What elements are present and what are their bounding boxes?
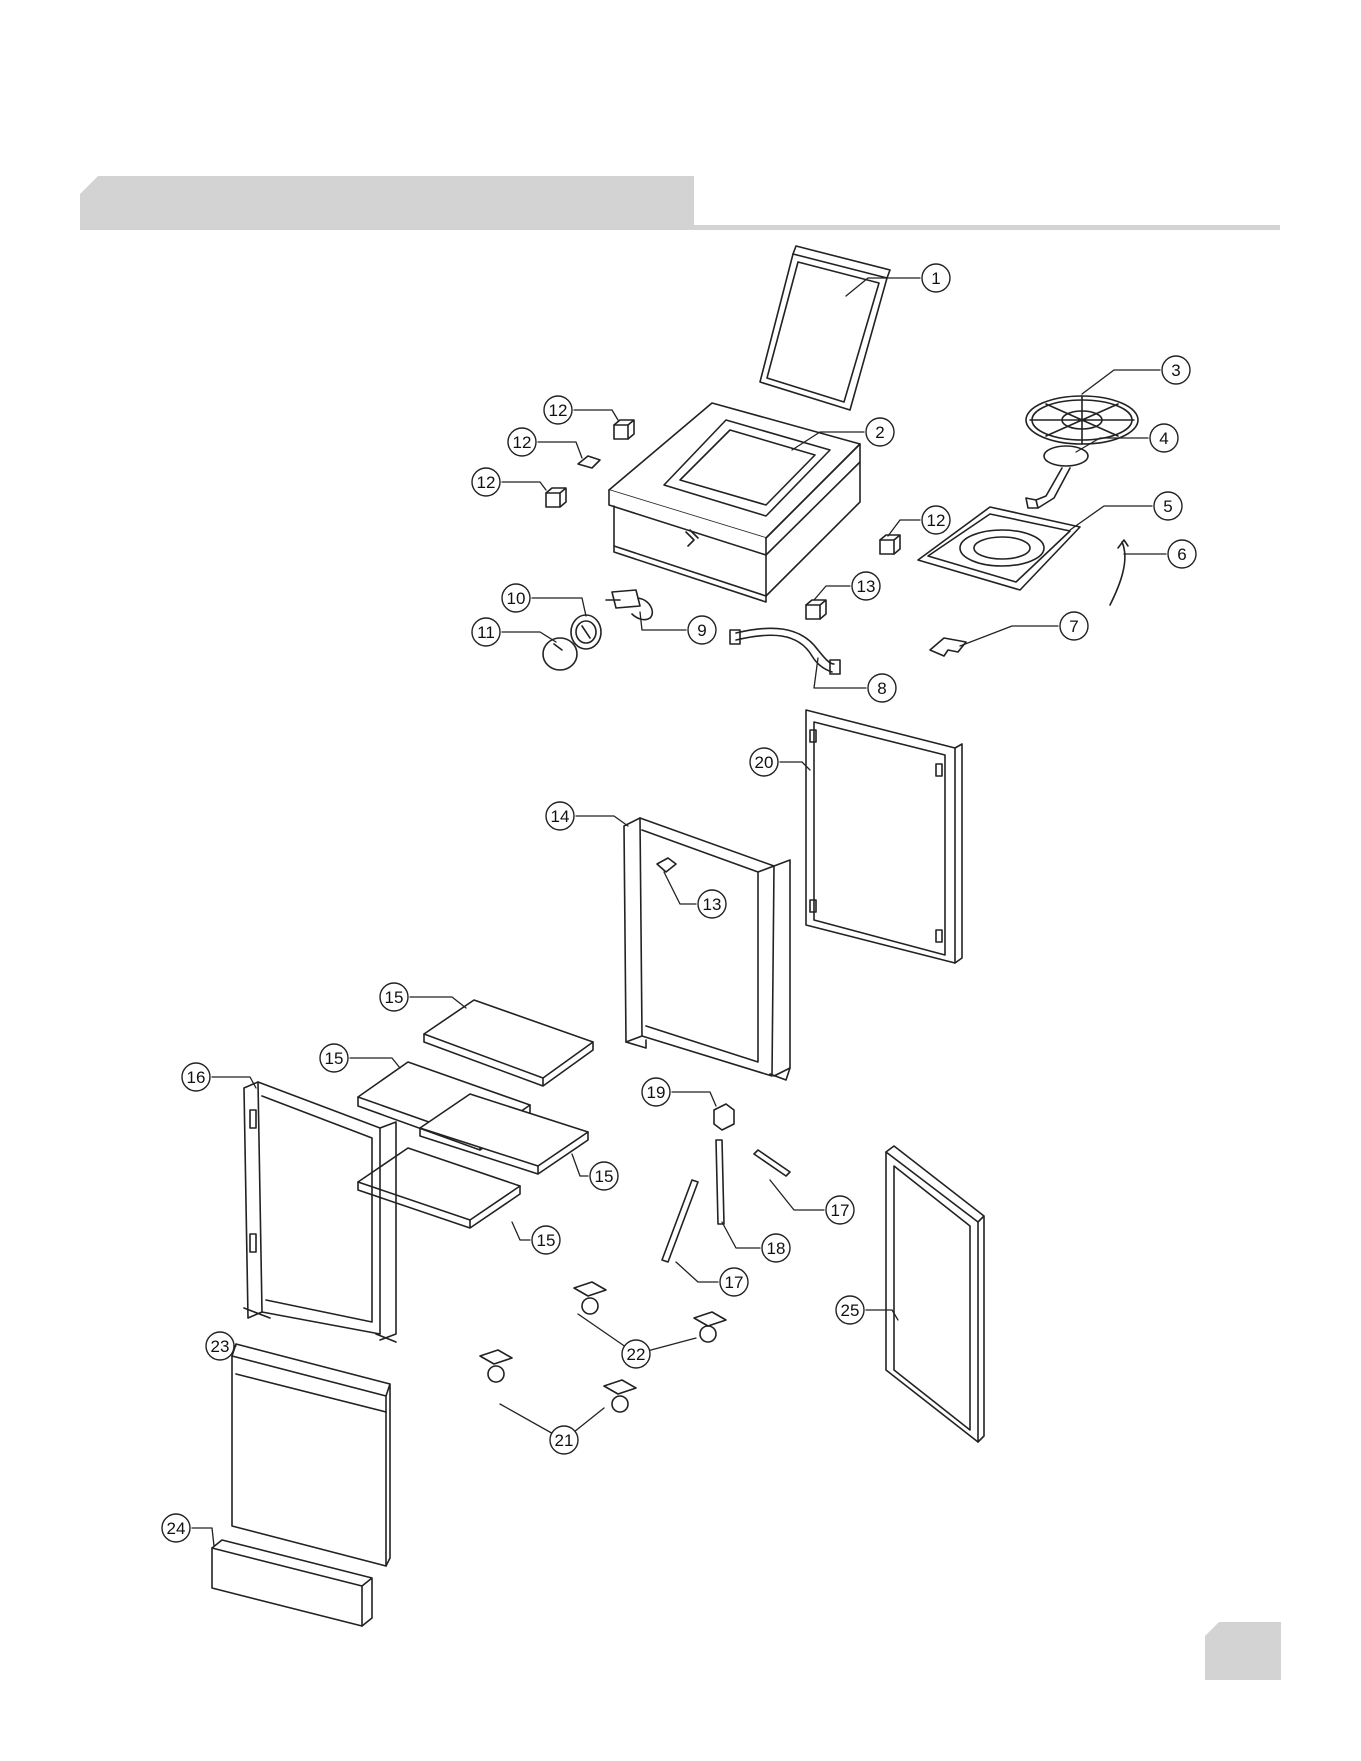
- callout-label: 13: [857, 577, 876, 596]
- part-side-panel-right: [806, 710, 962, 963]
- callout-22: 22: [622, 1340, 650, 1368]
- part-shelf: [424, 1000, 593, 1086]
- callout-1: 1: [922, 264, 950, 292]
- callout-label: 15: [537, 1231, 556, 1250]
- part-clip: [546, 488, 566, 507]
- callout-18: 18: [762, 1234, 790, 1262]
- part-back-panel: [886, 1146, 984, 1442]
- callout-11: 11: [472, 618, 500, 646]
- callout-14: 14: [546, 802, 574, 830]
- callout-label: 9: [697, 621, 706, 640]
- callout-label: 4: [1159, 429, 1168, 448]
- callout-16: 16: [182, 1063, 210, 1091]
- callout-label: 8: [877, 679, 886, 698]
- part-bracket: [930, 638, 966, 656]
- callout-24: 24: [162, 1514, 190, 1542]
- part-small-bracket: [657, 858, 676, 872]
- callout-label: 12: [513, 433, 532, 452]
- callout-15: 15: [590, 1162, 618, 1190]
- callout-25: 25: [836, 1296, 864, 1324]
- callout-label: 25: [841, 1301, 860, 1320]
- callout-15: 15: [532, 1226, 560, 1254]
- callout-label: 20: [755, 753, 774, 772]
- part-cooking-grate: [1026, 396, 1138, 444]
- callout-label: 19: [647, 1083, 666, 1102]
- part-control-knob: [543, 638, 577, 670]
- callout-label: 1: [931, 269, 940, 288]
- part-caster: [480, 1350, 512, 1382]
- callout-label: 12: [927, 511, 946, 530]
- callout-label: 17: [725, 1273, 744, 1292]
- part-corner-bracket: [714, 1104, 734, 1130]
- callout-label: 10: [507, 589, 526, 608]
- callout-label: 12: [549, 401, 568, 420]
- part-brace: [662, 1180, 698, 1262]
- callout-label: 14: [551, 807, 570, 826]
- part-left-frame: [244, 1082, 396, 1342]
- callout-label: 3: [1171, 361, 1180, 380]
- part-brace: [754, 1150, 790, 1176]
- callout-label: 17: [831, 1201, 850, 1220]
- callout-12: 12: [508, 428, 536, 456]
- part-door: [232, 1344, 390, 1566]
- callout-23: 23: [206, 1332, 234, 1360]
- callout-5: 5: [1154, 492, 1182, 520]
- part-gas-hose: [730, 628, 840, 674]
- callout-9: 9: [688, 616, 716, 644]
- callout-19: 19: [642, 1078, 670, 1106]
- callout-label: 23: [211, 1337, 230, 1356]
- callout-13: 13: [852, 572, 880, 600]
- part-caster: [574, 1282, 606, 1314]
- callout-label: 15: [385, 988, 404, 1007]
- callout-13: 13: [698, 890, 726, 918]
- callout-12: 12: [544, 396, 572, 424]
- callout-12: 12: [472, 468, 500, 496]
- callout-15: 15: [380, 983, 408, 1011]
- part-lid: [760, 246, 890, 410]
- callout-label: 16: [187, 1068, 206, 1087]
- callout-label: 13: [703, 895, 722, 914]
- callout-4: 4: [1150, 424, 1178, 452]
- part-caster: [694, 1312, 726, 1342]
- callout-17: 17: [720, 1268, 748, 1296]
- part-control-bezel: [571, 615, 601, 649]
- callout-label: 11: [477, 623, 495, 642]
- part-burner: [1026, 446, 1088, 508]
- callout-15: 15: [320, 1044, 348, 1072]
- part-clip: [806, 600, 826, 619]
- part-firebox: [609, 403, 860, 602]
- part-clip: [880, 535, 900, 554]
- part-caster: [604, 1380, 636, 1412]
- callout-label: 15: [595, 1167, 614, 1186]
- callout-label: 5: [1163, 497, 1172, 516]
- callout-label: 12: [477, 473, 496, 492]
- callout-6: 6: [1168, 540, 1196, 568]
- callout-label: 15: [325, 1049, 344, 1068]
- callout-12: 12: [922, 506, 950, 534]
- callout-3: 3: [1162, 356, 1190, 384]
- part-igniter-wire: [1110, 540, 1128, 605]
- part-rear-frame: [624, 818, 790, 1080]
- callout-label: 18: [767, 1239, 786, 1258]
- callout-label: 22: [627, 1345, 646, 1364]
- callout-label: 2: [875, 423, 884, 442]
- part-valve: [606, 590, 652, 620]
- callout-label: 6: [1177, 545, 1186, 564]
- callout-label: 7: [1069, 617, 1078, 636]
- callout-17: 17: [826, 1196, 854, 1224]
- part-clip: [614, 420, 634, 439]
- callout-7: 7: [1060, 612, 1088, 640]
- callout-20: 20: [750, 748, 778, 776]
- callout-21: 21: [550, 1426, 578, 1454]
- callout-label: 24: [167, 1519, 186, 1538]
- callout-10: 10: [502, 584, 530, 612]
- callout-2: 2: [866, 418, 894, 446]
- callout-8: 8: [868, 674, 896, 702]
- part-upright: [716, 1140, 724, 1224]
- callout-label: 21: [555, 1431, 574, 1450]
